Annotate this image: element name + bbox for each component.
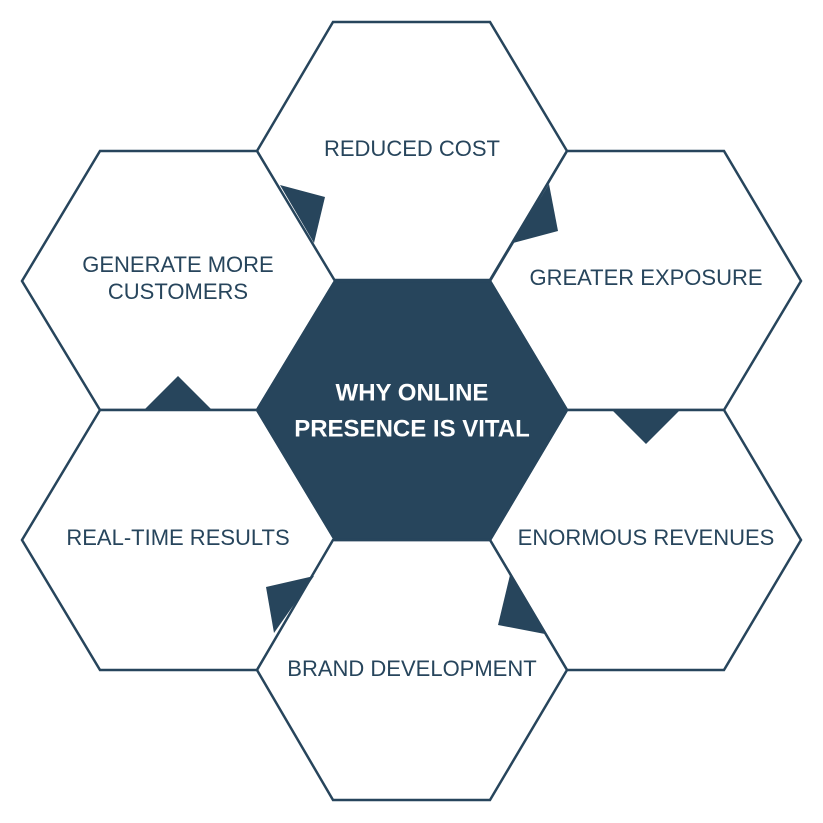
hex-brand-development <box>255 538 569 802</box>
notch-lower-left-upper-left <box>144 376 212 410</box>
label-greater-exposure: GREATER EXPOSURE <box>529 265 762 290</box>
notch-lower-right-bottom <box>498 575 545 634</box>
label-brand-development: BRAND DEVELOPMENT <box>287 656 536 681</box>
notch-upper-right-lower-right <box>612 410 680 444</box>
notch-bottom-lower-left <box>266 576 314 633</box>
notch-top-upper-right <box>513 184 558 243</box>
label-customers: CUSTOMERS <box>108 279 248 304</box>
label-generate-more: GENERATE MORE <box>82 252 274 277</box>
center-title-line1: WHY ONLINE <box>336 379 489 406</box>
label-real-time-results: REAL-TIME RESULTS <box>66 525 289 550</box>
center-title-line2: PRESENCE IS VITAL <box>294 415 530 442</box>
label-enormous-revenues: ENORMOUS REVENUES <box>518 525 775 550</box>
label-reduced-cost: REDUCED COST <box>324 136 500 161</box>
hex-center <box>255 279 569 542</box>
notch-upper-left-top <box>280 185 325 243</box>
